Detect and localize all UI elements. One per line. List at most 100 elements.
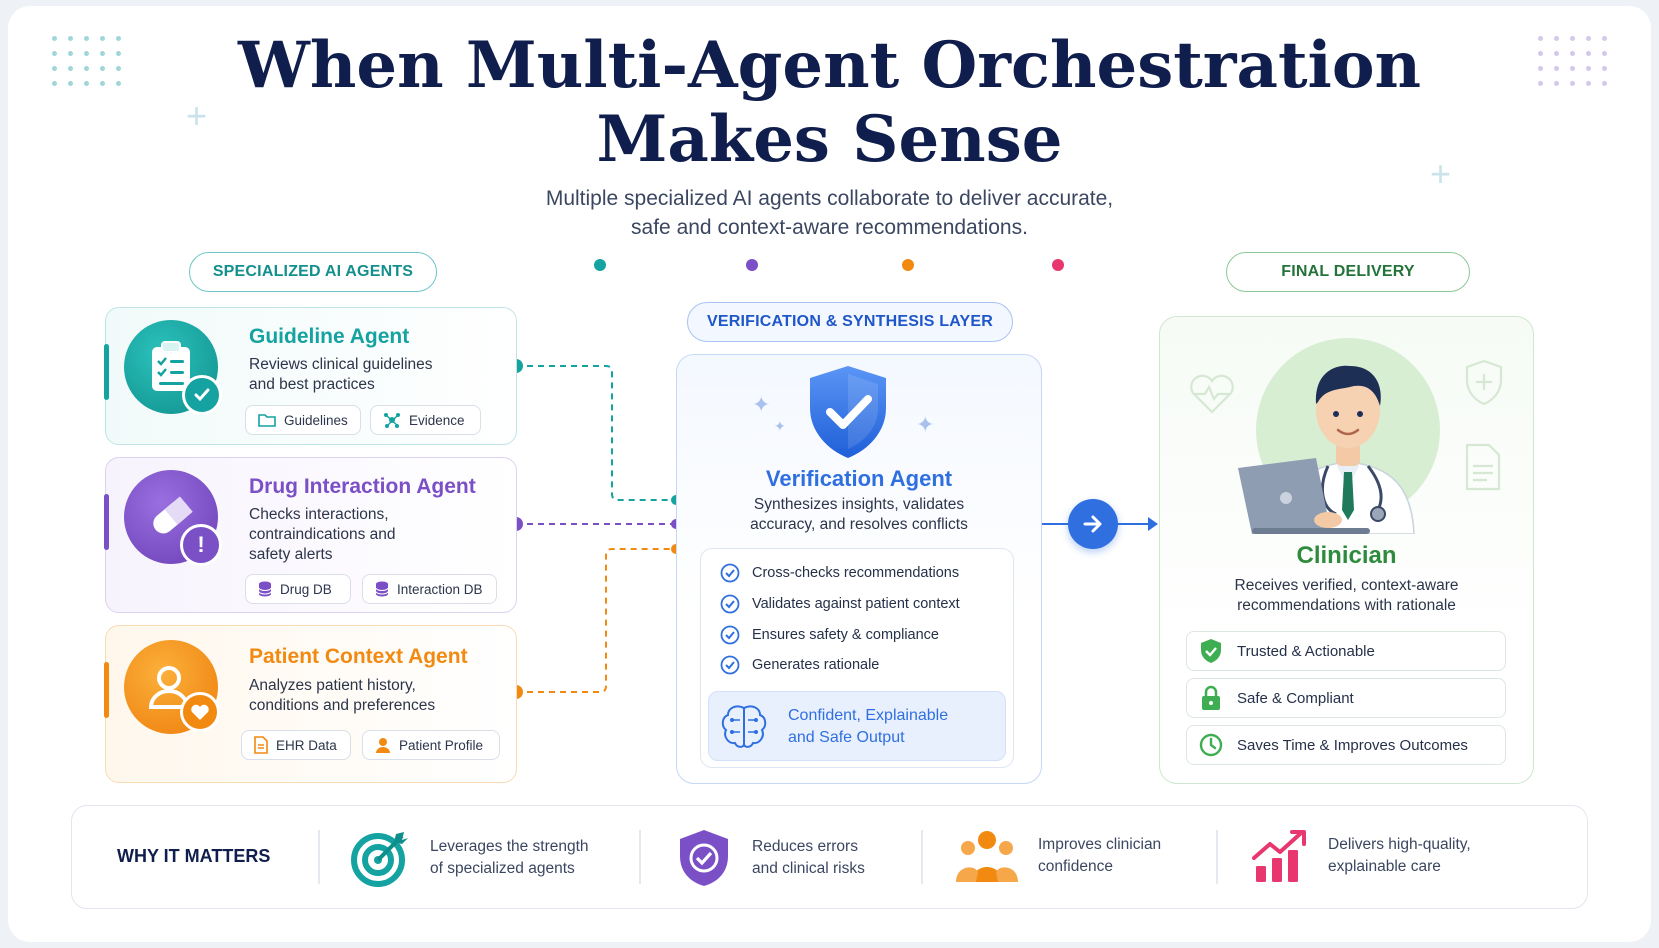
check-item: Generates rationale <box>720 655 879 675</box>
output-text-line1: Confident, Explainable <box>788 707 949 724</box>
why-text-line1: Improves clinician <box>1038 836 1162 853</box>
agent-card-accent <box>104 662 109 718</box>
check-item-label: Ensures safety & compliance <box>752 627 939 643</box>
network-icon <box>384 413 400 428</box>
chip-drug-db: Drug DB <box>245 574 351 604</box>
label-final-delivery: FINAL DELIVERY <box>1226 252 1470 292</box>
chip-ehr-data: EHR Data <box>241 730 351 760</box>
heart-badge-icon <box>180 692 220 732</box>
verification-desc-line2: accuracy, and resolves conflicts <box>750 516 968 533</box>
benefit-trusted: Trusted & Actionable <box>1186 631 1506 671</box>
chip-label: Interaction DB <box>397 581 483 597</box>
agent-card-accent <box>104 494 109 550</box>
shield-check-icon <box>680 830 728 886</box>
benefit-safe: Safe & Compliant <box>1186 678 1506 718</box>
benefit-saves-time: Saves Time & Improves Outcomes <box>1186 725 1506 765</box>
why-item-leverages: Leverages the strength of specialized ag… <box>350 828 589 888</box>
lock-icon <box>1202 685 1220 710</box>
check-badge-icon <box>182 375 222 415</box>
agent-desc-line2: and best practices <box>249 376 375 393</box>
arrow-right-icon <box>1068 499 1118 549</box>
plus-decoration-right: + <box>1430 153 1452 194</box>
why-text-line1: Delivers high-quality, <box>1328 836 1471 853</box>
chip-interaction-db: Interaction DB <box>362 574 497 604</box>
subtitle-line2: safe and context-aware recommendations. <box>631 216 1028 239</box>
chip-patient-profile: Patient Profile <box>362 730 500 760</box>
shield-plus-icon <box>1465 359 1503 406</box>
clinician-desc-line2: recommendations with rationale <box>1237 597 1456 614</box>
check-item: Cross-checks recommendations <box>720 563 959 583</box>
gradient-divider <box>594 259 1064 271</box>
heartbeat-icon <box>1190 374 1234 414</box>
check-item: Validates against patient context <box>720 594 960 614</box>
why-item-confidence: Improves clinician confidence <box>956 828 1161 884</box>
clinician-desc-line1: Receives verified, context-aware <box>1234 577 1459 594</box>
page-title-line1: When Multi-Agent Orchestration <box>237 28 1422 103</box>
verification-title: Verification Agent <box>765 466 953 491</box>
check-item-label: Generates rationale <box>752 657 880 673</box>
sparkle-icon: ✦ <box>774 418 786 434</box>
check-item: Ensures safety & compliance <box>720 625 939 645</box>
agent-card-accent <box>104 344 109 400</box>
check-item-label: Cross-checks recommendations <box>752 565 960 581</box>
agent-title-drug-interaction: Drug Interaction Agent <box>249 475 476 498</box>
check-circle-icon <box>720 563 740 583</box>
benefit-label: Safe & Compliant <box>1237 689 1354 707</box>
clipboard-icon <box>124 320 218 414</box>
divider <box>1216 830 1218 884</box>
why-text-line1: Leverages the strength <box>430 838 589 855</box>
subtitle-line1: Multiple specialized AI agents collabora… <box>545 187 1114 210</box>
check-circle-icon <box>720 625 740 645</box>
benefit-label: Trusted & Actionable <box>1237 642 1375 660</box>
why-item-quality-care: Delivers high-quality, explainable care <box>1252 828 1471 884</box>
output-text-line2: and Safe Output <box>788 729 905 746</box>
output-box <box>708 691 1006 761</box>
why-text-line2: of specialized agents <box>430 860 575 877</box>
why-label: WHY IT MATTERS <box>117 846 271 866</box>
database-icon <box>375 581 389 597</box>
divider <box>639 830 641 884</box>
check-circle-icon <box>720 655 740 675</box>
plus-decoration-left: + <box>186 95 208 136</box>
shield-check-icon <box>810 366 886 458</box>
chip-guidelines: Guidelines <box>245 405 361 435</box>
why-text-line1: Reduces errors <box>752 838 858 855</box>
chip-label: Evidence <box>409 412 465 428</box>
agent-title-guideline: Guideline Agent <box>249 325 410 348</box>
why-item-reduces-errors: Reduces errors and clinical risks <box>676 828 865 888</box>
check-item-label: Validates against patient context <box>752 596 960 612</box>
check-circle-icon <box>720 594 740 614</box>
chip-label: Guidelines <box>284 412 348 428</box>
label-verification-layer: VERIFICATION & SYNTHESIS LAYER <box>687 302 1013 342</box>
dot-pattern-right <box>1538 36 1608 86</box>
benefit-label: Saves Time & Improves Outcomes <box>1237 736 1468 754</box>
document-icon <box>254 736 268 754</box>
agent-desc-line3: safety alerts <box>249 546 333 563</box>
alert-badge-icon: ! <box>180 524 222 566</box>
sparkle-icon: ✦ <box>752 392 771 417</box>
document-icon <box>1465 443 1501 491</box>
divider <box>318 830 320 884</box>
clock-icon <box>1199 733 1223 757</box>
clinician-title: Clinician <box>1296 542 1397 569</box>
agent-desc-line1: Analyzes patient history, <box>249 677 416 694</box>
brain-circuit-icon <box>721 705 767 748</box>
agent-desc-line2: conditions and preferences <box>249 697 436 714</box>
page-title-line2: Makes Sense <box>596 102 1063 177</box>
growth-chart-icon <box>1252 830 1306 882</box>
agent-desc-line1: Checks interactions, <box>249 506 389 523</box>
why-text-line2: and clinical risks <box>752 860 865 877</box>
sparkle-icon: ✦ <box>916 412 935 437</box>
shield-check-icon <box>1201 639 1221 663</box>
person-icon <box>376 738 390 753</box>
verification-desc-line1: Synthesizes insights, validates <box>753 496 965 513</box>
database-icon <box>258 581 272 597</box>
chip-label: Drug DB <box>280 581 332 597</box>
why-text-line2: explainable care <box>1328 858 1441 875</box>
agent-desc-line1: Reviews clinical guidelines <box>249 356 433 373</box>
folder-icon <box>258 414 276 427</box>
chip-label: EHR Data <box>276 737 337 753</box>
agent-desc-line2: contraindications and <box>249 526 396 543</box>
divider <box>921 830 923 884</box>
agent-title-patient-context: Patient Context Agent <box>249 645 468 668</box>
